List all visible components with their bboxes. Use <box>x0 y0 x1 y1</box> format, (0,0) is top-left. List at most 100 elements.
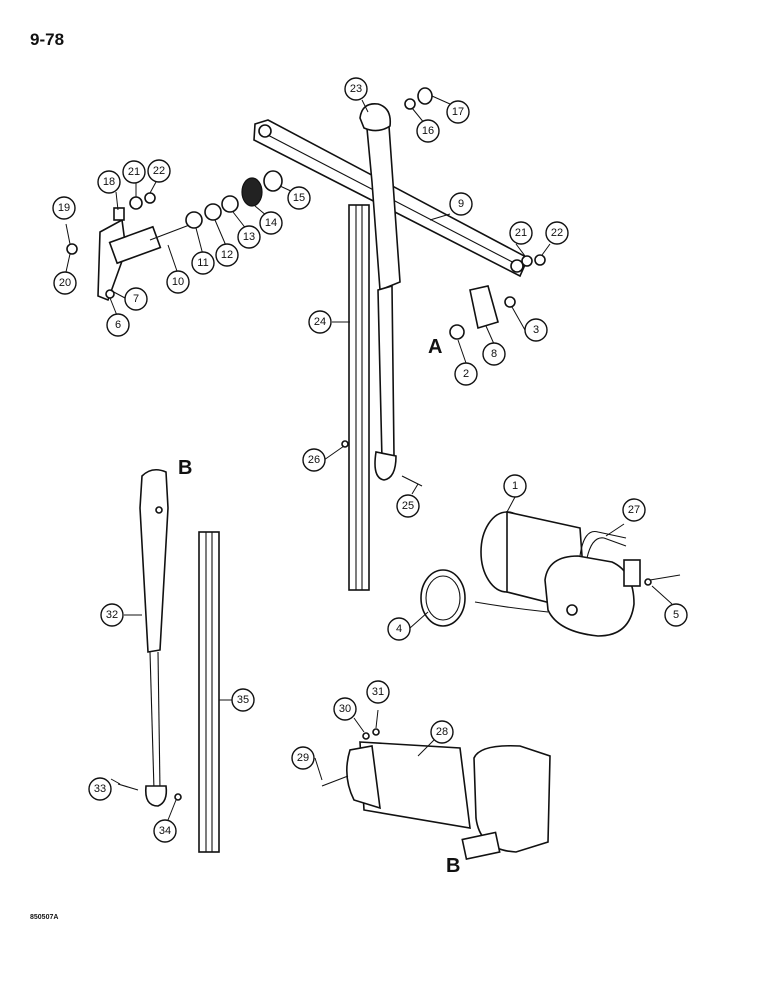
wiper-blade <box>348 204 370 591</box>
svg-text:13: 13 <box>243 231 255 243</box>
callout-35: 35 <box>231 688 255 712</box>
callout-9: 9 <box>449 192 473 216</box>
svg-text:4: 4 <box>396 623 402 635</box>
callout-17: 17 <box>446 100 470 124</box>
svg-text:27: 27 <box>628 504 640 516</box>
callout-33: 33 <box>88 777 112 801</box>
callout-19: 19 <box>52 196 76 220</box>
callout-3: 3 <box>524 318 548 342</box>
svg-text:30: 30 <box>339 703 351 715</box>
svg-text:20: 20 <box>59 277 71 289</box>
svg-text:14: 14 <box>265 217 277 229</box>
callout-10: 10 <box>166 270 190 294</box>
callout-1: 1 <box>503 474 527 498</box>
cap-17 <box>417 87 433 105</box>
washer-30 <box>362 732 370 740</box>
wiper-arm-lower <box>139 468 169 653</box>
svg-text:33: 33 <box>94 783 106 795</box>
motor-gearbox <box>544 555 635 637</box>
lower-gearbox <box>473 744 551 853</box>
lower-arm-assembly <box>117 468 220 853</box>
arm-rod <box>377 284 395 462</box>
washer-26 <box>341 440 349 448</box>
callout-20: 20 <box>53 271 77 295</box>
callout-31: 31 <box>366 680 390 704</box>
svg-text:6: 6 <box>115 319 121 331</box>
svg-text:3: 3 <box>533 324 539 336</box>
lower-motor-assembly <box>321 728 551 861</box>
svg-text:19: 19 <box>58 202 70 214</box>
seal-11 <box>185 211 203 229</box>
svg-text:21: 21 <box>515 227 527 239</box>
washer-21a <box>129 196 143 210</box>
callout-11: 11 <box>191 251 215 275</box>
callout-6: 6 <box>106 313 130 337</box>
arm-end-lower <box>144 785 168 807</box>
callout-5: 5 <box>664 603 688 627</box>
bolt-29 <box>321 775 349 787</box>
svg-text:5: 5 <box>673 609 679 621</box>
figure-code: 850507A <box>30 914 58 921</box>
view-marker-b-lower: B <box>446 855 460 877</box>
callout-21-right: 21 <box>509 221 533 245</box>
cap-15 <box>263 170 283 192</box>
housing-bracket <box>346 745 381 810</box>
svg-text:21: 21 <box>128 166 140 178</box>
page-number: 9-78 <box>30 30 64 49</box>
callout-12: 12 <box>215 243 239 267</box>
callout-18: 18 <box>97 170 121 194</box>
nut-13 <box>221 195 239 213</box>
callout-16: 16 <box>416 119 440 143</box>
nut-22a <box>144 192 156 204</box>
callout-28: 28 <box>430 720 454 744</box>
lower-motor-shaft <box>461 831 501 861</box>
arm-end-clip <box>374 451 397 481</box>
svg-text:22: 22 <box>551 227 563 239</box>
svg-text:2: 2 <box>463 368 469 380</box>
callout-14: 14 <box>259 211 283 235</box>
clip-34 <box>174 793 182 801</box>
callout-27: 27 <box>622 498 646 522</box>
nut-3 <box>504 296 516 308</box>
wiper-blade-lower <box>198 531 220 853</box>
leader-lines <box>65 95 673 821</box>
svg-text:23: 23 <box>350 83 362 95</box>
nut-19 <box>66 243 78 255</box>
callout-23: 23 <box>344 77 368 101</box>
motor-connector <box>623 559 641 587</box>
svg-text:16: 16 <box>422 125 434 137</box>
washer-12 <box>204 203 222 221</box>
wiper-motor <box>420 511 681 637</box>
svg-text:15: 15 <box>293 192 305 204</box>
wiper-arm-upper <box>365 110 401 292</box>
svg-text:31: 31 <box>372 686 384 698</box>
callout-26: 26 <box>302 448 326 472</box>
crank-bracket <box>469 285 499 330</box>
svg-text:35: 35 <box>237 694 249 706</box>
callout-15: 15 <box>287 186 311 210</box>
callout-29: 29 <box>291 746 315 770</box>
motor-wiring <box>579 530 627 557</box>
motor-output-shaft <box>566 604 578 616</box>
callout-bubbles: 1 2 3 4 5 6 7 8 9 10 11 12 13 14 15 16 1… <box>52 77 688 843</box>
callout-21-left: 21 <box>122 160 146 184</box>
svg-text:28: 28 <box>436 726 448 738</box>
washer-2 <box>449 324 465 340</box>
callout-22-right: 22 <box>545 221 569 245</box>
callout-24: 24 <box>308 310 332 334</box>
grommet-14 <box>241 177 263 207</box>
drive-gear <box>420 569 466 627</box>
callout-34: 34 <box>153 819 177 843</box>
linkage-assembly <box>66 87 546 591</box>
callout-8: 8 <box>482 342 506 366</box>
pin-33 <box>117 783 139 791</box>
svg-text:9: 9 <box>458 198 464 210</box>
link-pivot-hole-left <box>258 124 272 138</box>
callout-7: 7 <box>124 287 148 311</box>
svg-text:7: 7 <box>133 293 139 305</box>
link-pivot-hole-right <box>510 259 524 273</box>
washer-21b <box>521 255 533 267</box>
svg-text:10: 10 <box>172 276 184 288</box>
svg-text:11: 11 <box>197 257 208 269</box>
